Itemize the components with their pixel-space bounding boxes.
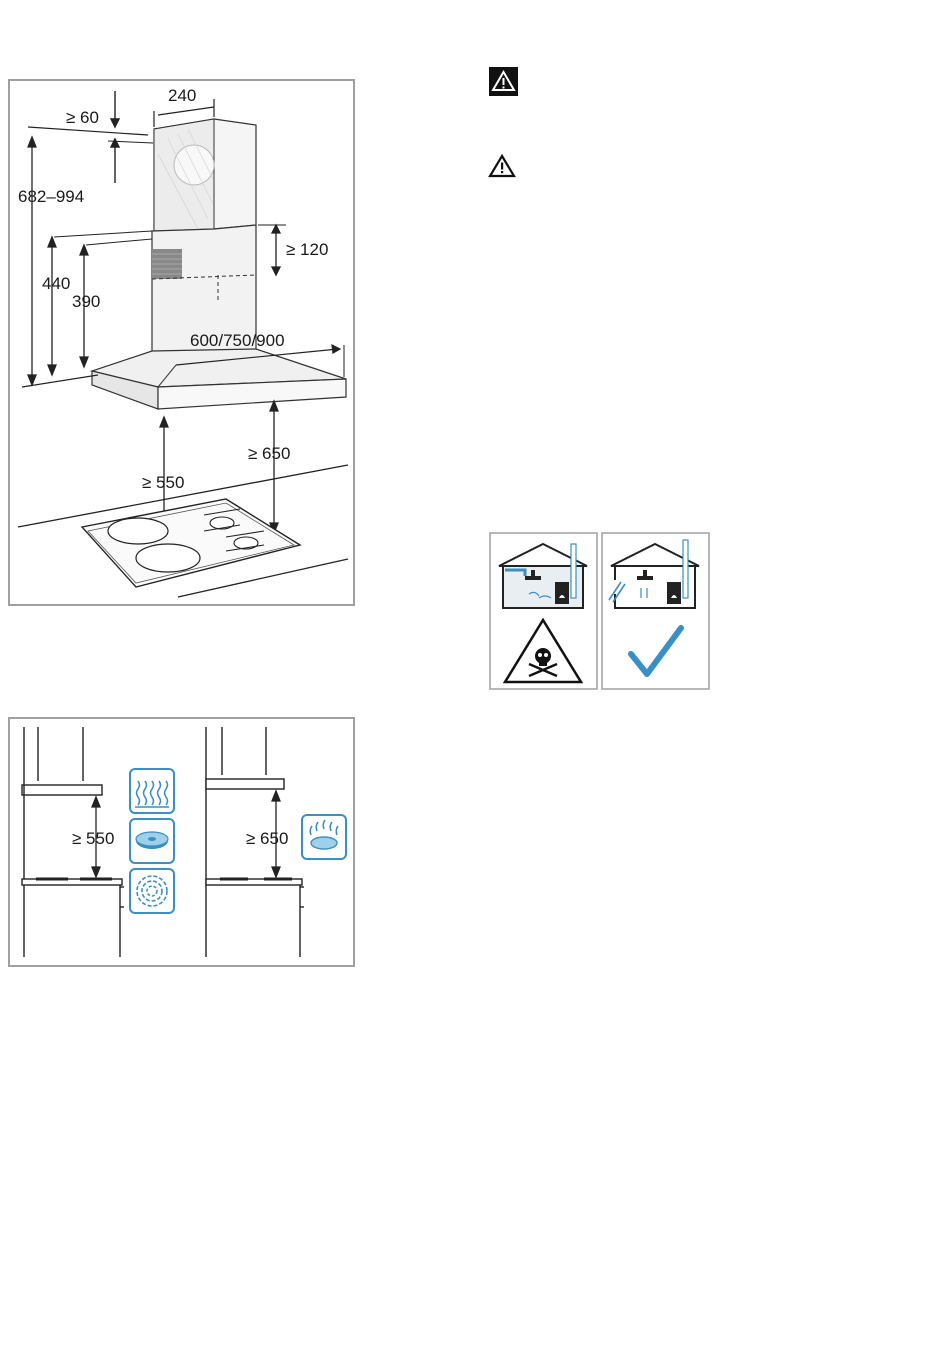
figure-cooktop-distances: ≥ 550 [8,717,355,967]
radiant-hob-icon [130,769,174,813]
height-440-label: 440 [42,274,70,293]
overlap-label: ≥ 120 [286,240,328,259]
induction-hob-icon [130,869,174,913]
warning-triangle-filled-icon [489,67,518,96]
gas-burner-icon [302,815,346,859]
electric-distance-label: ≥ 550 [142,473,184,492]
chimney-upper [154,119,256,231]
height-390-label: 390 [72,292,100,311]
top-clearance-label: ≥ 60 [66,108,99,127]
chimney-width-label: 240 [168,86,196,105]
ventilation-bad-panel [489,532,598,690]
left-distance-label: ≥ 550 [72,829,114,848]
hotplate-icon [130,819,174,863]
hood-width-label: 600/750/900 [190,331,285,350]
warning-triangle-outline-icon [488,154,516,178]
ventilation-good-panel [601,532,710,690]
gas-distance-label: ≥ 650 [248,444,290,463]
total-height-label: 682–994 [18,187,84,206]
figure-hood-dimensions: ≥ 60 240 ≥ 120 [8,79,355,606]
right-distance-label: ≥ 650 [246,829,288,848]
